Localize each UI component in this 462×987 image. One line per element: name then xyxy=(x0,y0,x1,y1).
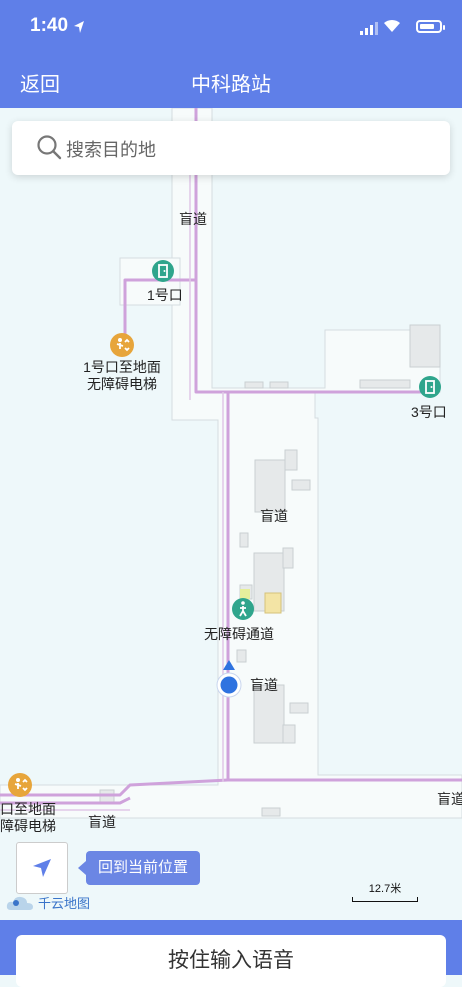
elevator-label-line2: 障碍电梯 xyxy=(0,818,56,834)
brand-name: 千云地图 xyxy=(38,896,91,911)
status-bar: 1:40 xyxy=(0,0,462,56)
elevator-icon[interactable] xyxy=(110,333,134,357)
status-time: 1:40 xyxy=(30,15,69,36)
blind-path-label: 盲道 xyxy=(179,211,207,227)
elevator-label: 口至地面 障碍电梯 xyxy=(0,801,56,835)
current-location-icon xyxy=(216,660,242,698)
search-placeholder: 搜索目的地 xyxy=(66,140,156,160)
battery-icon xyxy=(416,20,445,33)
elevator-label-line1: 1号口至地面 xyxy=(83,359,161,375)
exit-door-icon[interactable] xyxy=(152,260,174,282)
voice-input-button[interactable]: 按住输入语音 xyxy=(16,935,446,987)
station-floor-plan xyxy=(0,108,462,819)
location-arrow-icon xyxy=(74,21,84,33)
exit-door-icon[interactable] xyxy=(419,376,441,398)
locate-me-button[interactable] xyxy=(16,842,68,894)
exit-1-label: 1号口 xyxy=(147,287,183,303)
search-bar[interactable]: 搜索目的地 xyxy=(12,121,450,175)
blind-path-label: 盲道 xyxy=(88,814,116,830)
page-title: 中科路站 xyxy=(191,74,271,96)
cellular-signal-icon xyxy=(360,22,378,35)
elevator-label-line1: 口至地面 xyxy=(0,801,56,817)
search-icon xyxy=(37,135,62,160)
elevator-label-line2: 无障碍电梯 xyxy=(87,376,157,392)
scale-bar xyxy=(352,897,418,902)
navigation-arrow-icon xyxy=(33,859,51,877)
accessible-passage-label: 无障碍通道 xyxy=(204,626,274,642)
scale-text: 12.7米 xyxy=(368,883,402,895)
blind-path-label: 盲道 xyxy=(437,791,462,807)
elevator-icon[interactable] xyxy=(8,773,32,797)
accessible-passage-icon[interactable] xyxy=(232,598,254,620)
locate-tip[interactable]: 回到当前位置 xyxy=(77,851,201,885)
back-button[interactable]: 返回 xyxy=(20,74,60,96)
wifi-icon xyxy=(384,19,400,32)
elevator-label: 1号口至地面 无障碍电梯 xyxy=(80,359,164,393)
cloud-logo-icon xyxy=(6,896,33,910)
map-view[interactable]: 盲道 1号口 1号口至地面 无障碍电梯 3号口 盲道 无障碍通道 盲道 口至地面… xyxy=(0,108,462,920)
map-scale: 12.7米 xyxy=(352,880,418,902)
blind-path-label: 盲道 xyxy=(250,677,278,693)
map-brand: 千云地图 xyxy=(6,893,90,912)
nav-bar: 返回 中科路站 xyxy=(0,56,462,108)
exit-3-label: 3号口 xyxy=(411,404,447,420)
blind-path-label: 盲道 xyxy=(260,508,288,524)
